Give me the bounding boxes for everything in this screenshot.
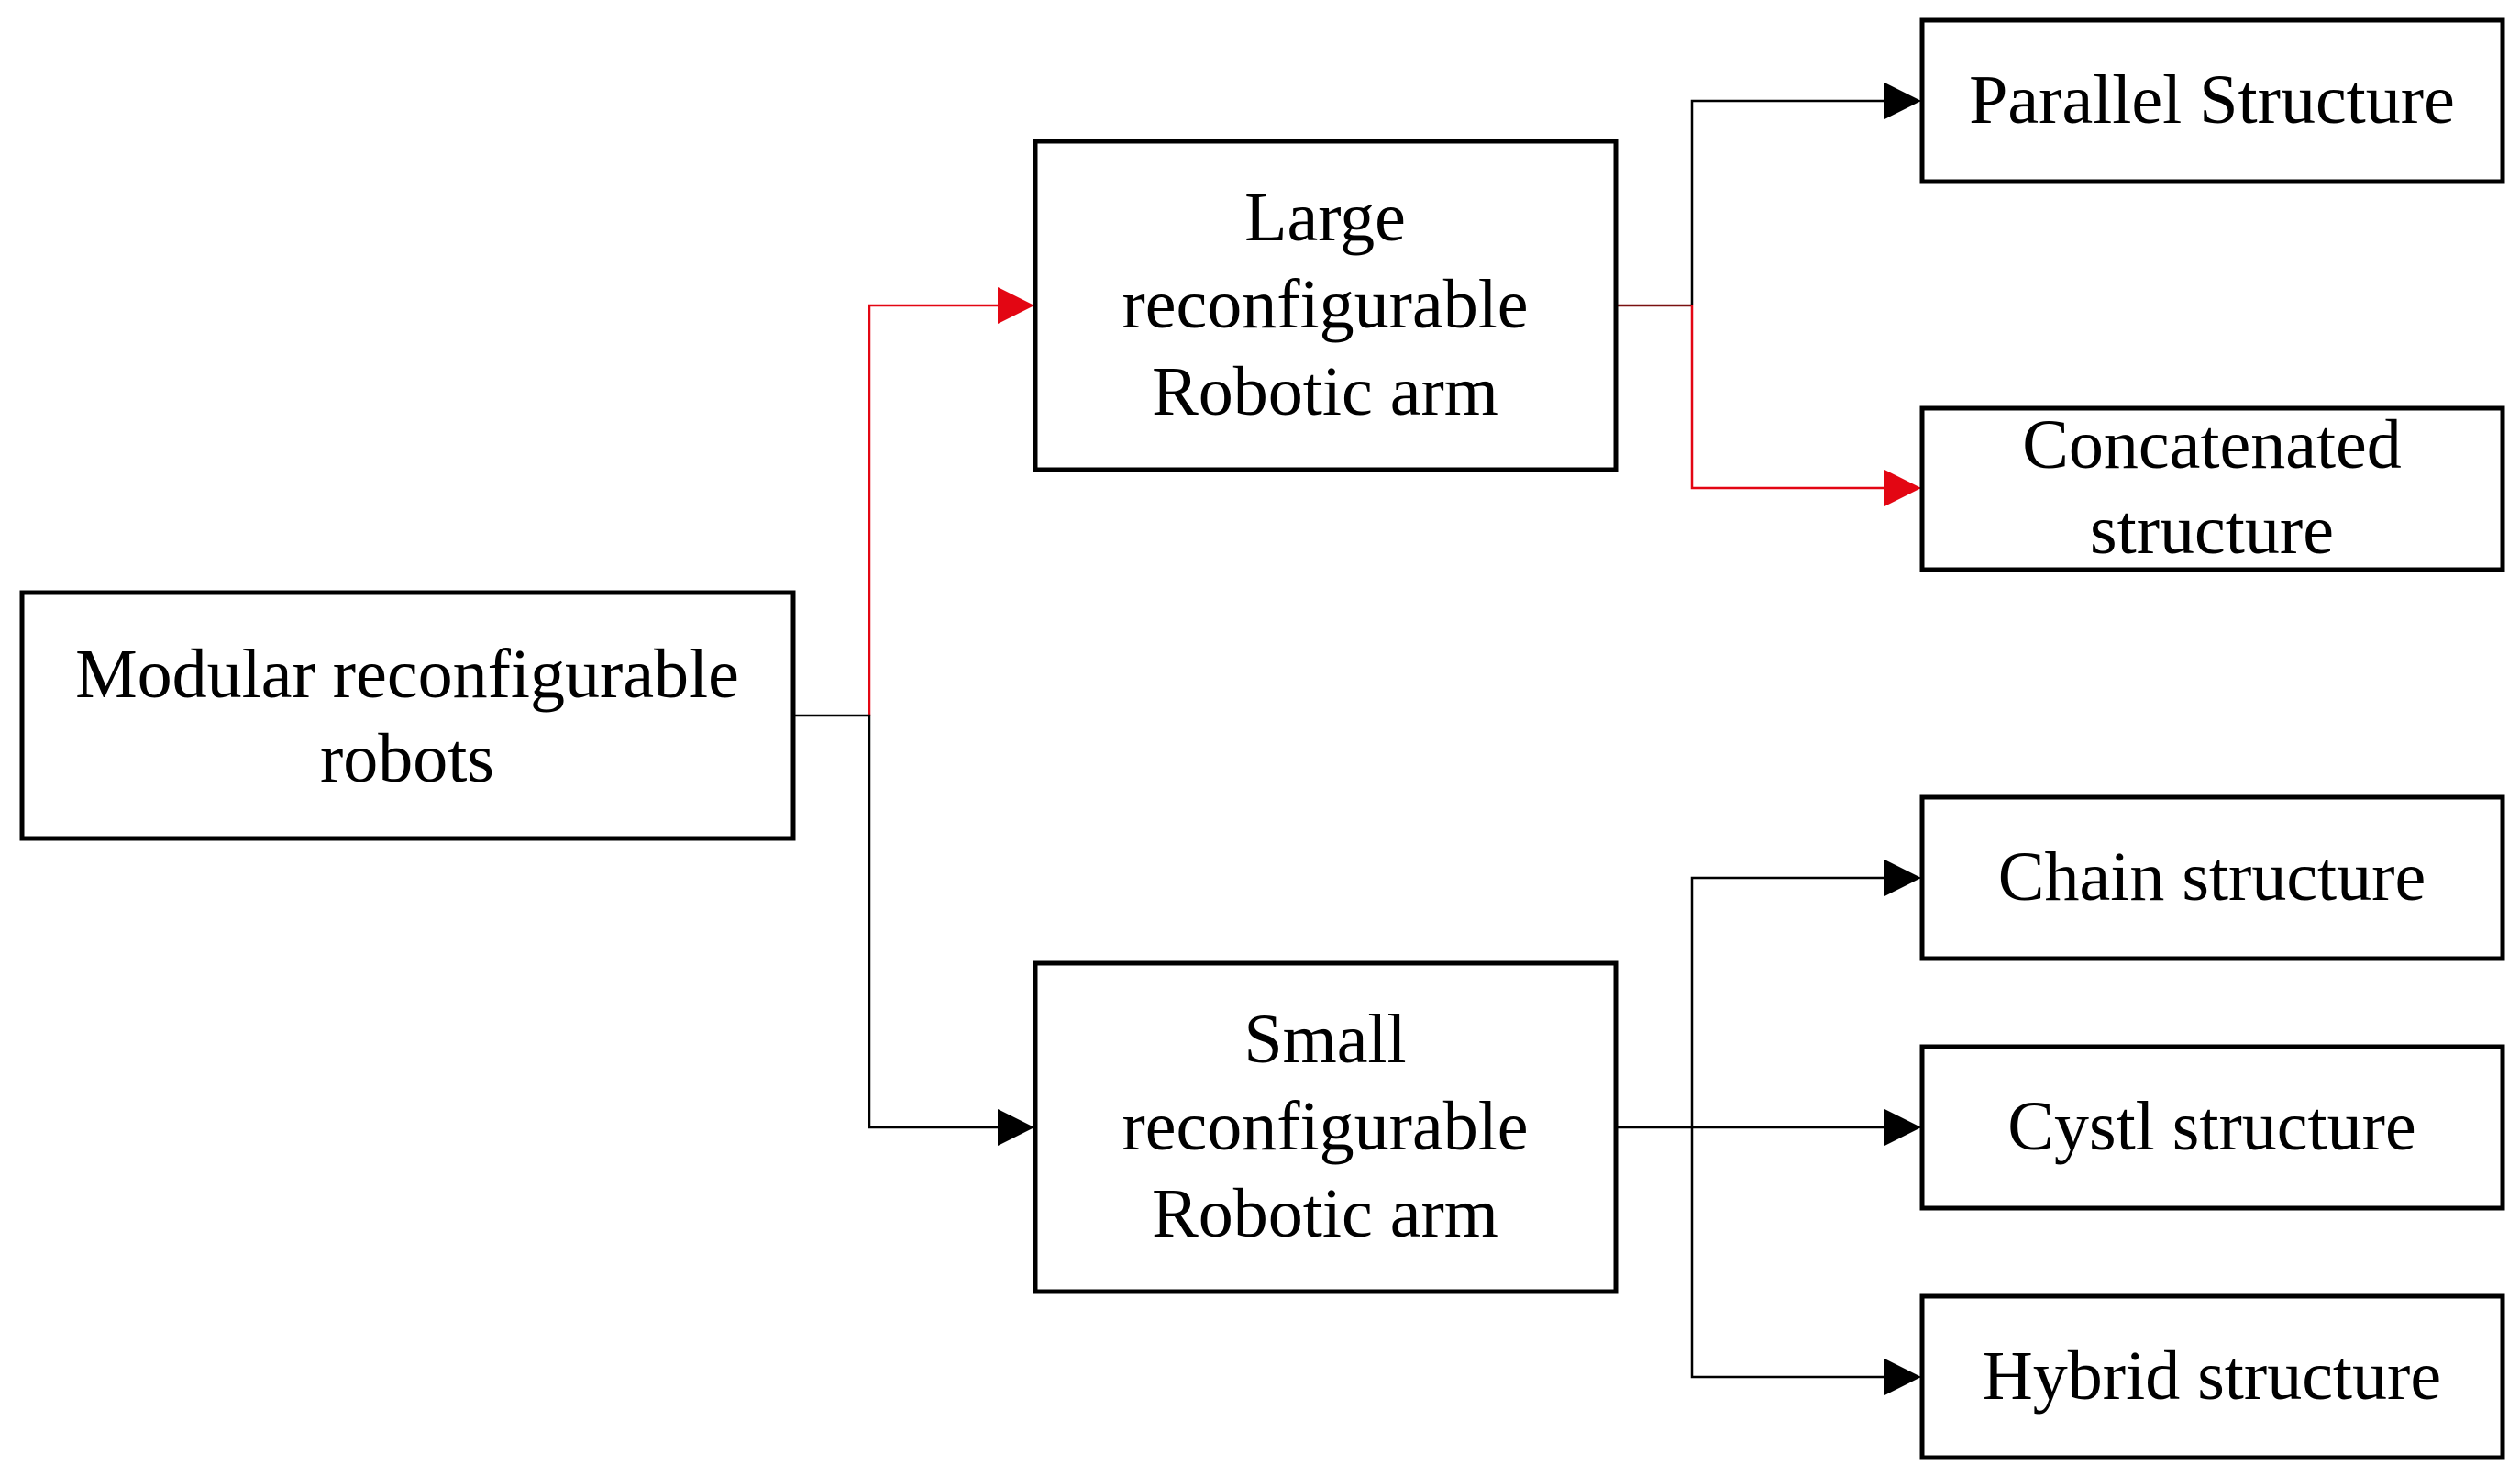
node-label-line: reconfigurable [1122, 1088, 1528, 1165]
node-chain-structure[interactable]: Chain structure [1919, 794, 2505, 961]
node-label-line: Cystl structure [2007, 1088, 2415, 1165]
node-cystl-structure[interactable]: Cystl structure [1919, 1044, 2505, 1211]
node-label-line: Chain structure [1998, 838, 2426, 916]
node-label-line: Robotic arm [1152, 353, 1498, 430]
arrowhead-large-arm-to-parallel [1884, 83, 1921, 119]
node-box [1033, 139, 1619, 472]
node-label-line: reconfigurable [1122, 266, 1528, 343]
node-label-line: Concatenated [2022, 406, 2402, 483]
arrowhead-root-to-large-arm [998, 287, 1034, 324]
node-label-line: Modular reconfigurable [75, 636, 739, 713]
node-label-line: structure [2090, 492, 2334, 569]
node-label-line: Parallel Structure [1969, 61, 2455, 139]
node-large-reconfigurable-robotic-arm[interactable]: Large reconfigurable Robotic arm [1033, 139, 1619, 472]
node-concatenated-structure[interactable]: Concatenated structure [1919, 405, 2505, 572]
node-parallel-structure[interactable]: Parallel Structure [1919, 17, 2505, 184]
node-box [19, 590, 796, 841]
node-small-reconfigurable-robotic-arm[interactable]: Small reconfigurable Robotic arm [1033, 960, 1619, 1294]
node-label-line: Large [1244, 179, 1406, 256]
arrowhead-small-arm-to-chain [1884, 860, 1921, 896]
connector-large-arm-to-concatenated [1690, 305, 1884, 490]
node-label-line: robots [320, 720, 494, 797]
connector-root-to-large-arm [868, 304, 998, 716]
arrowhead-large-arm-to-concatenated [1884, 470, 1921, 506]
node-box [1919, 1293, 2505, 1460]
node-modular-reconfigurable-robots[interactable]: Modular reconfigurable robots [19, 590, 796, 841]
node-hybrid-structure[interactable]: Hybrid structure [1919, 1293, 2505, 1460]
connector-large-arm-to-parallel [1690, 99, 1884, 305]
node-label-line: Small [1243, 1001, 1406, 1078]
node-box [1919, 17, 2505, 184]
connector-root-to-small-arm [793, 714, 998, 1129]
arrowhead-root-to-small-arm [998, 1109, 1034, 1146]
node-label-line: Robotic arm [1152, 1175, 1498, 1252]
node-box [1033, 960, 1619, 1294]
connector-small-arm-to-hybrid [1690, 1127, 1884, 1379]
node-box [1919, 794, 2505, 961]
node-label-line: Hybrid structure [1983, 1337, 2441, 1415]
node-box [1919, 1044, 2505, 1211]
connector-small-arm-to-chain [1690, 876, 1884, 1127]
arrowhead-small-arm-to-hybrid [1884, 1359, 1921, 1395]
arrowhead-small-arm-to-cystl [1884, 1109, 1921, 1146]
connectors [793, 83, 1921, 1395]
node-box [1919, 405, 2505, 572]
